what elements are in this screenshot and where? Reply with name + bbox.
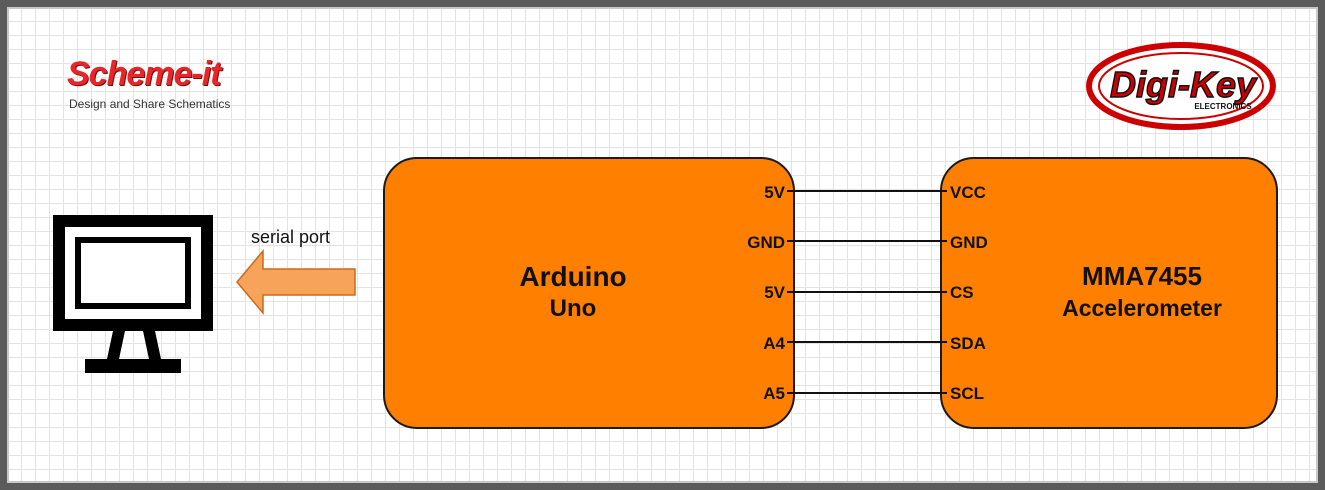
- arduino-pin-5v: 5V: [764, 183, 785, 202]
- arduino-title: Arduino: [519, 261, 627, 292]
- mma7455-subtitle: Accelerometer: [1062, 295, 1222, 321]
- mma-pin-scl: SCL: [950, 384, 984, 403]
- arduino-subtitle: Uno: [549, 295, 597, 322]
- monitor-icon: [51, 213, 217, 377]
- digikey-logo: Digi-Key ELECTRONICS: [1085, 41, 1277, 131]
- arduino-uno-block: Arduino Uno 5V GND 5V A4 A5: [383, 157, 795, 429]
- arduino-pin-5v-2: 5V: [764, 283, 785, 302]
- wire-gnd-gnd: [787, 240, 947, 242]
- arduino-pin-a4: A4: [763, 334, 785, 353]
- scheme-it-logo: Scheme-it Design and Share Schematics: [67, 55, 230, 111]
- scheme-it-logo-text: Scheme-it: [67, 55, 221, 93]
- mma-pin-gnd: GND: [950, 233, 988, 252]
- digikey-logo-text: Digi-Key: [1110, 64, 1258, 105]
- serial-port-label: serial port: [251, 227, 331, 247]
- mma7455-block: MMA7455 Accelerometer VCC GND CS SDA SCL: [940, 157, 1278, 429]
- mma-pin-sda: SDA: [950, 334, 986, 353]
- mma-pin-cs: CS: [950, 283, 974, 302]
- mma7455-title: MMA7455: [1082, 261, 1202, 291]
- arduino-pin-a5: A5: [763, 384, 785, 403]
- digikey-logo-graphic: Digi-Key ELECTRONICS: [1086, 42, 1276, 130]
- serial-port-arrow: [235, 248, 359, 316]
- digikey-logo-sub: ELECTRONICS: [1194, 102, 1252, 111]
- wire-5v-vcc: [787, 190, 947, 192]
- mma-pin-vcc: VCC: [950, 183, 986, 202]
- scheme-it-tagline: Design and Share Schematics: [69, 97, 231, 111]
- wire-a5-scl: [787, 392, 947, 394]
- wire-a4-sda: [787, 341, 947, 343]
- wire-5v-cs: [787, 291, 947, 293]
- arduino-pin-gnd: GND: [747, 233, 785, 252]
